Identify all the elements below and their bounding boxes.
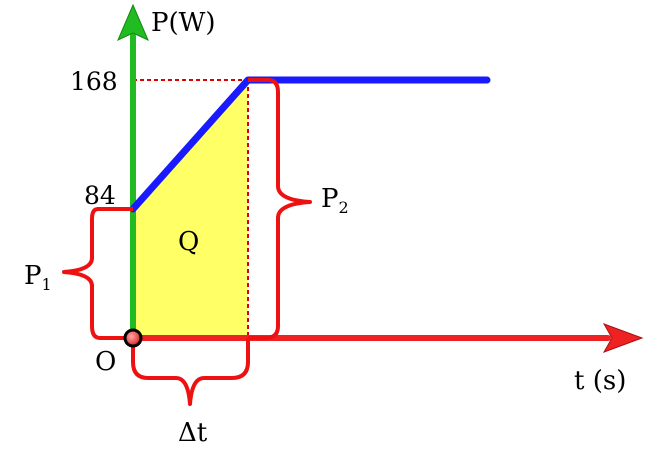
y-tick-label-84: 84 (84, 181, 116, 210)
p1-label: P1 (24, 261, 52, 294)
delta-t-label: Δt (178, 418, 208, 448)
brace-delta-t-icon (131, 338, 250, 406)
origin-point (123, 328, 143, 348)
energy-area (133, 80, 248, 338)
y-tick-label-168: 168 (70, 67, 118, 96)
area-label: Q (178, 227, 199, 257)
brace-p1-icon (62, 207, 133, 340)
y-axis-arrow-icon (117, 3, 149, 42)
y-axis-label: P(W) (151, 8, 216, 38)
x-axis-arrow-icon (602, 323, 644, 353)
p2-label: P2 (321, 184, 349, 217)
brace-p2-icon (248, 78, 312, 340)
x-axis-label: t (s) (574, 366, 626, 396)
origin-label: O (95, 347, 116, 377)
